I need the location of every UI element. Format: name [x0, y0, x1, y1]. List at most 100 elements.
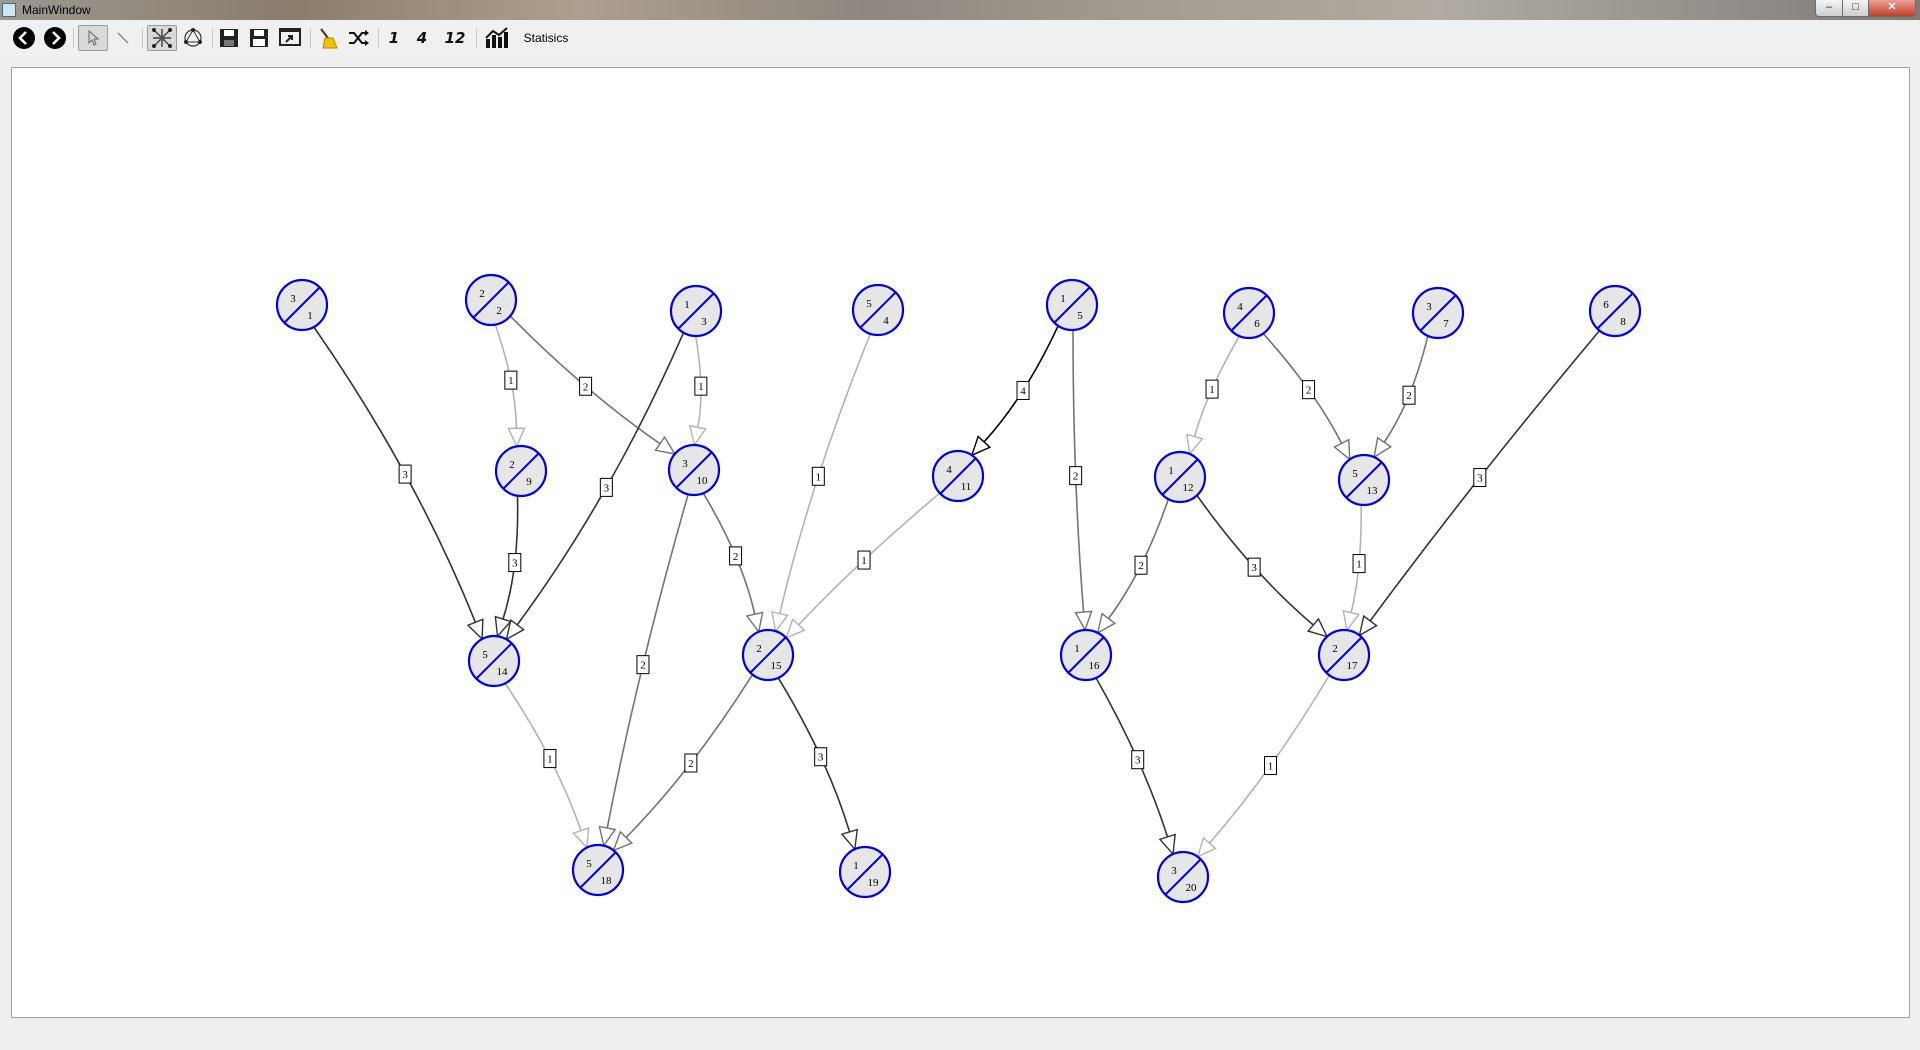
- edge-tool-button[interactable]: [110, 25, 136, 51]
- edge-14-18[interactable]: 1: [504, 682, 590, 850]
- maximize-button[interactable]: □: [1842, 0, 1869, 17]
- toolbar-separator: [212, 28, 213, 48]
- edge-10-18[interactable]: 2: [598, 494, 689, 848]
- graph-node-8[interactable]: 68: [1588, 284, 1642, 338]
- forward-button[interactable]: [42, 25, 68, 51]
- node-weight: 2: [756, 643, 762, 655]
- edge-3-14[interactable]: 3: [505, 332, 685, 641]
- edge-12-17[interactable]: 3: [1196, 494, 1329, 638]
- node-id: 10: [697, 475, 709, 487]
- forward-arrow-icon: [44, 27, 66, 49]
- node-id: 8: [1620, 316, 1626, 328]
- svg-text:2: 2: [640, 660, 646, 672]
- circle-layout-button[interactable]: [179, 25, 207, 51]
- algorithm-1-button[interactable]: 1: [388, 29, 400, 47]
- edge-weight-label: 2: [729, 546, 743, 566]
- shuffle-button[interactable]: [345, 25, 373, 51]
- svg-text:2: 2: [583, 381, 589, 393]
- graph-node-7[interactable]: 37: [1411, 286, 1465, 340]
- save-button[interactable]: [216, 25, 242, 51]
- edge-2-10[interactable]: 2: [509, 315, 677, 455]
- node-weight: 5: [482, 649, 488, 661]
- node-id: 7: [1443, 318, 1449, 330]
- shuffle-icon: [349, 30, 369, 46]
- graph-node-16[interactable]: 116: [1059, 628, 1113, 682]
- close-button[interactable]: ✕: [1868, 0, 1916, 17]
- svg-text:2: 2: [1406, 390, 1412, 402]
- edge-10-15[interactable]: 2: [702, 492, 764, 634]
- edge-weight-label: 3: [1473, 468, 1487, 488]
- svg-text:1: 1: [861, 555, 867, 567]
- statistics-icon-button[interactable]: [481, 25, 511, 51]
- edge-9-14[interactable]: 3: [494, 495, 522, 638]
- select-tool-button[interactable]: [78, 25, 108, 51]
- node-id: 20: [1186, 882, 1198, 894]
- graph-node-3[interactable]: 13: [669, 284, 723, 338]
- svg-text:3: 3: [818, 752, 824, 764]
- node-id: 9: [526, 476, 532, 488]
- export-button[interactable]: [277, 25, 305, 51]
- edge-11-15[interactable]: 1: [785, 492, 941, 640]
- edge-15-18[interactable]: 2: [612, 674, 754, 852]
- svg-text:2: 2: [733, 551, 739, 563]
- pen-icon: [117, 32, 129, 44]
- edge-2-9[interactable]: 1: [494, 324, 526, 449]
- graph-node-4[interactable]: 54: [851, 283, 905, 337]
- node-weight: 1: [1074, 643, 1080, 655]
- clear-button[interactable]: [314, 25, 342, 51]
- edge-16-20[interactable]: 3: [1095, 677, 1176, 856]
- svg-text:2: 2: [1073, 471, 1079, 483]
- node-weight: 2: [1332, 643, 1338, 655]
- edge-7-13[interactable]: 2: [1373, 335, 1429, 459]
- edge-12-16[interactable]: 2: [1096, 498, 1170, 635]
- svg-text:4: 4: [1020, 386, 1026, 398]
- graph-layout-icon: [152, 28, 172, 48]
- graph-node-17[interactable]: 217: [1317, 628, 1371, 682]
- save-as-icon: [250, 29, 268, 47]
- edge-17-20[interactable]: 1: [1196, 674, 1331, 859]
- edge-6-13[interactable]: 2: [1262, 333, 1351, 461]
- statistics-button[interactable]: Statisics: [523, 31, 569, 45]
- graph-node-2[interactable]: 22: [464, 273, 518, 327]
- node-id: 5: [1077, 310, 1083, 322]
- edge-8-17[interactable]: 3: [1358, 330, 1601, 637]
- back-button[interactable]: [11, 25, 37, 51]
- back-arrow-icon: [13, 27, 35, 49]
- save-as-button[interactable]: [246, 25, 272, 51]
- layout-tool-button[interactable]: [147, 25, 177, 51]
- edge-3-10[interactable]: 1: [689, 335, 708, 447]
- edge-6-12[interactable]: 1: [1186, 335, 1240, 456]
- edge-5-11[interactable]: 4: [970, 325, 1059, 457]
- graph-node-6[interactable]: 46: [1222, 286, 1276, 340]
- toolbar-separator: [378, 28, 379, 48]
- graph-node-5[interactable]: 15: [1045, 278, 1099, 332]
- edge-4-15[interactable]: 1: [771, 333, 872, 633]
- pointer-icon: [88, 29, 100, 46]
- algorithm-12-button[interactable]: 12: [444, 29, 466, 47]
- edge-15-19[interactable]: 3: [777, 677, 859, 851]
- node-id: 19: [868, 877, 880, 889]
- edge-5-16[interactable]: 2: [1069, 329, 1093, 632]
- window-titlebar: MainWindow – □ ✕: [0, 0, 1920, 20]
- edge-1-14[interactable]: 3: [313, 326, 484, 641]
- graph-node-20[interactable]: 320: [1156, 850, 1210, 904]
- algorithm-4-button[interactable]: 4: [416, 29, 428, 47]
- graph-node-9[interactable]: 29: [494, 444, 548, 498]
- edge-weight-label: 3: [398, 464, 412, 484]
- graph-node-1[interactable]: 31: [275, 278, 329, 332]
- graph-node-18[interactable]: 518: [571, 843, 625, 897]
- graph-node-15[interactable]: 215: [741, 628, 795, 682]
- svg-text:1: 1: [698, 381, 704, 393]
- graph-node-11[interactable]: 411: [931, 449, 985, 503]
- edge-13-17[interactable]: 1: [1342, 504, 1366, 632]
- node-id: 3: [701, 316, 707, 328]
- minimize-button[interactable]: –: [1815, 0, 1843, 17]
- graph-node-14[interactable]: 514: [467, 634, 521, 688]
- graph-node-19[interactable]: 1 19: [838, 845, 892, 899]
- node-weight: 1: [853, 860, 859, 872]
- graph-node-13[interactable]: 513: [1337, 453, 1391, 507]
- graph-node-10[interactable]: 310: [667, 443, 721, 497]
- graph-node-12[interactable]: 112: [1153, 450, 1207, 504]
